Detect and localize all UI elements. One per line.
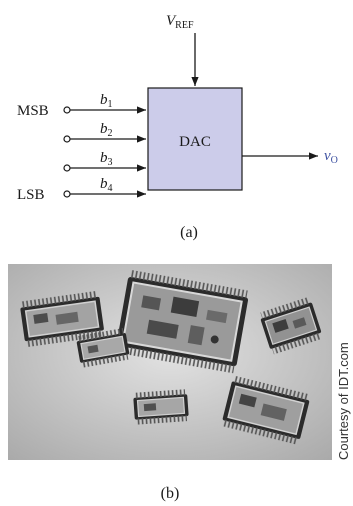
input-terminal [64,136,70,142]
input-terminal [64,107,70,113]
output-label: vO [324,148,338,166]
bit-label: b1 [100,92,113,110]
dac-photo: Courtesy of IDT.com (b) [8,264,351,502]
caption-a: (a) [180,224,198,241]
bit-label: b2 [100,121,113,139]
dac-label: DAC [179,134,211,150]
bit-label: b3 [100,150,113,168]
input-terminal [64,191,70,197]
bit-input-1: b1 [64,92,146,113]
dac-diagram: VREF DAC vO MSB LSB b1 b2 b3 [17,13,338,241]
bit-input-4: b4 [64,176,146,197]
bit-input-2: b2 [64,121,146,142]
bit-input-3: b3 [64,150,146,171]
lsb-label: LSB [17,187,45,203]
dac-module-small-2 [133,389,189,425]
photo-credit: Courtesy of IDT.com [336,342,351,460]
bit-label: b4 [100,176,113,194]
input-terminal [64,165,70,171]
caption-b: (b) [161,485,180,502]
msb-label: MSB [17,103,49,119]
vref-label: VREF [166,13,194,31]
